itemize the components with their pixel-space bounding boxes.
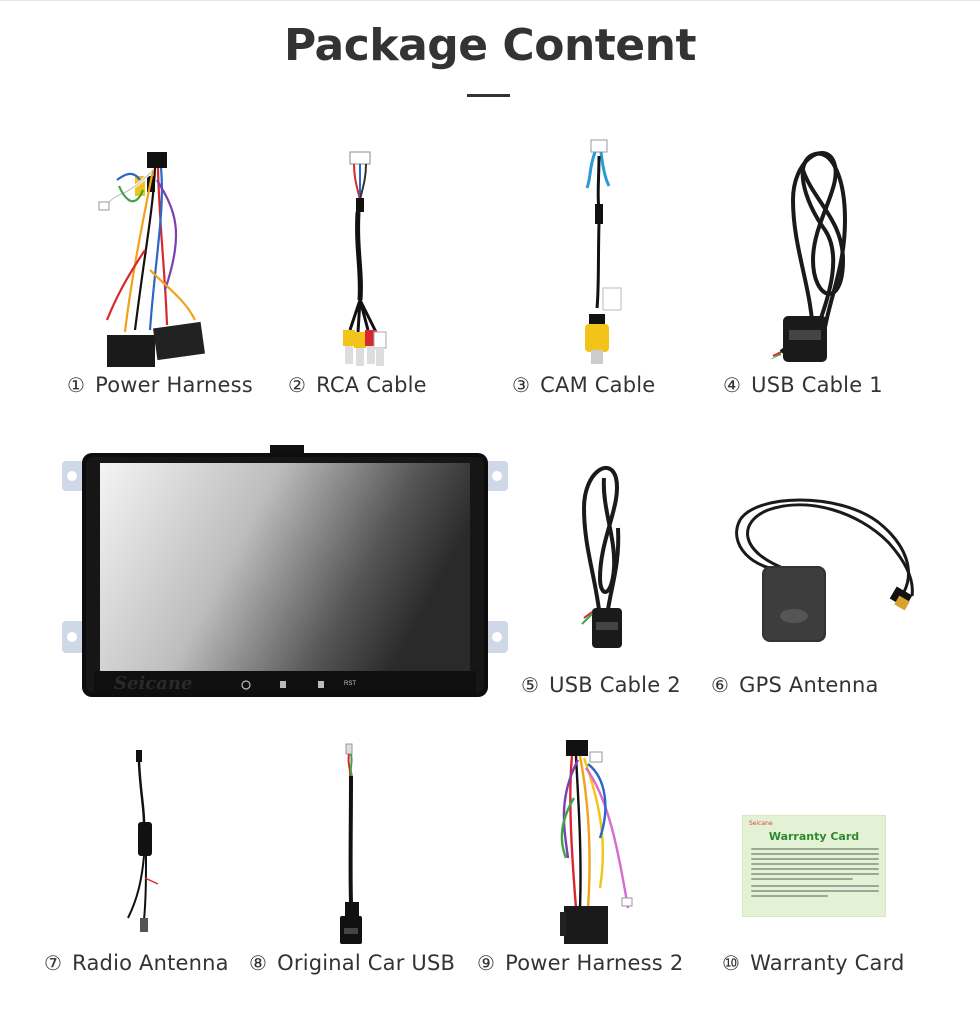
rst-button: RST — [344, 681, 356, 687]
car-usb-icon — [334, 742, 374, 948]
brand-watermark: Seicane — [114, 673, 193, 694]
warranty-card-text-lines — [751, 848, 879, 900]
power-harness-icon — [95, 150, 215, 370]
top-divider — [0, 0, 980, 1]
warranty-card-title: Warranty Card — [768, 830, 860, 843]
gps-antenna-icon — [728, 492, 928, 652]
usb-cable-icon — [753, 140, 863, 370]
cam-cable-icon — [575, 138, 635, 370]
head-unit-image: Seicane RST — [56, 445, 516, 701]
radio-antenna-icon — [118, 748, 168, 938]
power-harness-2-icon — [548, 738, 648, 948]
warranty-card-brand: Seicane — [749, 820, 773, 827]
page-title: Package Content — [283, 20, 697, 71]
title-underline — [467, 94, 510, 97]
usb-cable-2-icon — [566, 458, 636, 658]
warranty-card-icon: Seicane Warranty Card — [742, 815, 886, 917]
rca-cable-icon — [332, 150, 402, 370]
